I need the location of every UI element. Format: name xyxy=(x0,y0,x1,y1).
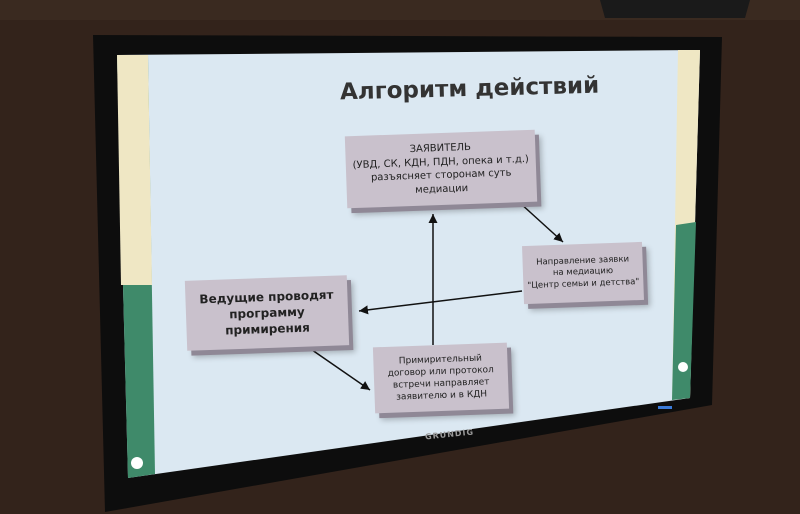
corner-dot xyxy=(678,362,688,372)
box-applicant: ЗАЯВИТЕЛЬ (УВД, СК, КДН, ПДН, опека и т.… xyxy=(344,129,538,209)
device-on-shelf xyxy=(600,0,750,18)
box-referral: Направление заявки на медиацию "Центр се… xyxy=(522,241,644,305)
tv-screen xyxy=(117,50,700,478)
left-stripe-beige xyxy=(117,55,152,285)
box-mediators: Ведущие проводят программу примирения xyxy=(184,275,350,351)
arrow-mediators-to-agreement xyxy=(301,342,371,391)
box-agreement: Примирительный договор или протокол встр… xyxy=(372,342,510,414)
power-led xyxy=(658,406,672,409)
corner-dot xyxy=(131,457,143,469)
box-line: заявителю и в КДН xyxy=(396,389,488,403)
arrow-referral-to-mediators xyxy=(358,290,523,315)
box-line: разъясняет сторонам суть медиации xyxy=(370,167,512,196)
arrow-applicant-to-referral xyxy=(519,202,564,243)
box-line: программу примирения xyxy=(225,304,311,338)
box-line: "Центр семьи и детства" xyxy=(527,276,640,291)
right-stripe-green xyxy=(672,222,696,400)
